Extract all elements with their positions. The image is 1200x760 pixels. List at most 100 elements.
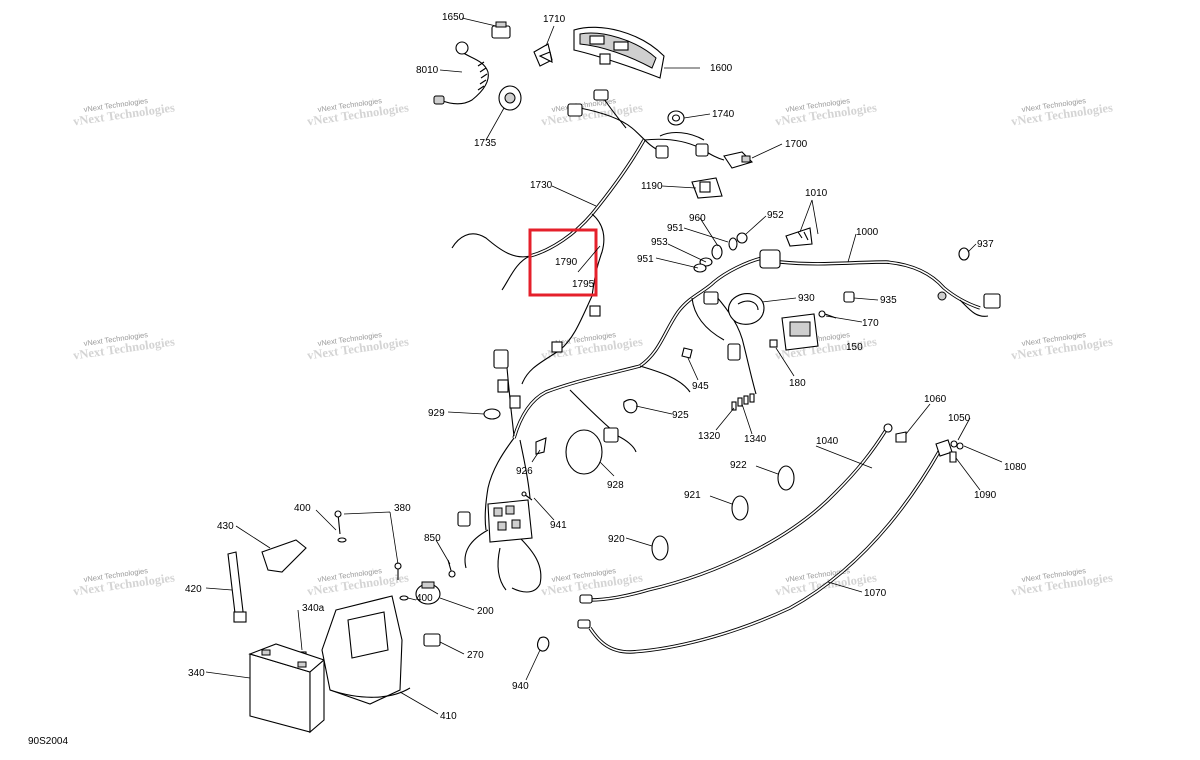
boot-930[interactable] xyxy=(727,293,765,325)
callout-921[interactable]: 921 xyxy=(684,490,701,501)
callout-1735[interactable]: 1735 xyxy=(474,138,497,149)
connector-1700[interactable] xyxy=(723,151,754,169)
callout-1060[interactable]: 1060 xyxy=(924,394,947,405)
tie-920[interactable] xyxy=(651,535,669,561)
callout-935[interactable]: 935 xyxy=(880,295,897,306)
callout-340[interactable]: 340 xyxy=(188,668,205,679)
callout-1650[interactable]: 1650 xyxy=(442,12,465,23)
callout-430[interactable]: 430 xyxy=(217,521,234,532)
diagram-code: 90S2004 xyxy=(28,736,68,747)
callout-951-lower[interactable]: 951 xyxy=(637,254,654,265)
callout-930[interactable]: 930 xyxy=(798,293,815,304)
bolt-400a[interactable] xyxy=(334,510,347,543)
callout-8010[interactable]: 8010 xyxy=(416,65,439,76)
ignition-switch-1735[interactable] xyxy=(498,85,522,111)
callout-1740[interactable]: 1740 xyxy=(712,109,735,120)
battery-340[interactable] xyxy=(248,643,326,734)
clip-926[interactable] xyxy=(535,437,547,455)
callout-1795[interactable]: 1795 xyxy=(572,279,595,290)
cable-ties-951-960-952[interactable] xyxy=(693,232,748,273)
gauge-cluster-1600[interactable] xyxy=(573,26,665,79)
callout-1190[interactable]: 1190 xyxy=(641,181,663,192)
connector-270[interactable] xyxy=(423,633,441,647)
nut-1050[interactable] xyxy=(950,440,958,448)
strap-420[interactable] xyxy=(227,551,247,623)
grommet-1740[interactable] xyxy=(667,110,685,126)
bracket-1010[interactable] xyxy=(785,227,813,247)
bolt-1090[interactable] xyxy=(949,451,957,463)
callout-1010[interactable]: 1010 xyxy=(805,188,828,199)
leader-lines xyxy=(205,17,1003,715)
pin-941[interactable] xyxy=(521,491,533,501)
terminal-1060[interactable] xyxy=(895,431,907,443)
fuses-1320-1340[interactable] xyxy=(731,393,755,411)
callout-1050[interactable]: 1050 xyxy=(948,413,971,424)
callout-850[interactable]: 850 xyxy=(424,533,441,544)
callout-922[interactable]: 922 xyxy=(730,460,747,471)
callout-945[interactable]: 945 xyxy=(692,381,709,392)
callout-1070[interactable]: 1070 xyxy=(864,588,887,599)
callout-960[interactable]: 960 xyxy=(689,213,706,224)
callout-937[interactable]: 937 xyxy=(977,239,994,250)
callout-150[interactable]: 150 xyxy=(846,342,863,353)
callout-400-lower[interactable]: 400 xyxy=(416,593,433,604)
clip-929[interactable] xyxy=(483,408,501,420)
callout-925[interactable]: 925 xyxy=(672,410,689,421)
callout-1600[interactable]: 1600 xyxy=(710,63,733,74)
callout-410[interactable]: 410 xyxy=(440,711,457,722)
callout-952[interactable]: 952 xyxy=(767,210,784,221)
switch-1650[interactable] xyxy=(491,21,511,39)
nut-180[interactable] xyxy=(769,339,778,348)
clip-925[interactable] xyxy=(623,399,638,414)
callout-1080[interactable]: 1080 xyxy=(1004,462,1027,473)
callout-420[interactable]: 420 xyxy=(185,584,202,595)
callout-953[interactable]: 953 xyxy=(651,237,668,248)
callout-951-upper[interactable]: 951 xyxy=(667,223,684,234)
callout-928[interactable]: 928 xyxy=(607,480,624,491)
loop-928[interactable] xyxy=(565,427,637,475)
cable-8010[interactable] xyxy=(433,41,489,105)
callout-170[interactable]: 170 xyxy=(862,318,879,329)
callout-180[interactable]: 180 xyxy=(789,378,806,389)
bracket-430[interactable] xyxy=(261,539,307,573)
left-harness-connectors xyxy=(493,305,741,409)
solenoid-200[interactable] xyxy=(415,581,441,605)
callout-340a[interactable]: 340a xyxy=(302,603,325,614)
callout-926[interactable]: 926 xyxy=(516,466,533,477)
callout-1090[interactable]: 1090 xyxy=(974,490,997,501)
module-150[interactable] xyxy=(781,313,819,351)
clip-937[interactable] xyxy=(958,247,970,261)
clip-945[interactable] xyxy=(681,347,693,359)
dash-connectors xyxy=(567,89,709,159)
callout-929[interactable]: 929 xyxy=(428,408,445,419)
callout-1790[interactable]: 1790 xyxy=(555,257,578,268)
callout-1700[interactable]: 1700 xyxy=(785,139,808,150)
battery-tray-410[interactable] xyxy=(321,595,411,705)
callout-920[interactable]: 920 xyxy=(608,534,625,545)
callout-1340[interactable]: 1340 xyxy=(744,434,767,445)
callout-1040[interactable]: 1040 xyxy=(816,436,839,447)
callout-380[interactable]: 380 xyxy=(394,503,411,514)
callout-1000[interactable]: 1000 xyxy=(856,227,879,238)
tie-921[interactable] xyxy=(731,495,749,521)
callout-270[interactable]: 270 xyxy=(467,650,484,661)
callout-1710[interactable]: 1710 xyxy=(543,14,566,25)
tie-922[interactable] xyxy=(777,465,795,491)
callout-1730[interactable]: 1730 xyxy=(530,180,553,191)
clip-935[interactable] xyxy=(843,291,855,303)
washer-400b[interactable] xyxy=(399,595,409,601)
callout-1320[interactable]: 1320 xyxy=(698,431,721,442)
bracket-1710[interactable] xyxy=(533,43,553,67)
callout-200[interactable]: 200 xyxy=(477,606,494,617)
clip-940[interactable] xyxy=(537,636,550,652)
callout-940[interactable]: 940 xyxy=(512,681,529,692)
callout-400-upper[interactable]: 400 xyxy=(294,503,311,514)
callout-941[interactable]: 941 xyxy=(550,520,567,531)
nut-1080[interactable] xyxy=(956,442,964,450)
relay-1190[interactable] xyxy=(691,177,723,199)
